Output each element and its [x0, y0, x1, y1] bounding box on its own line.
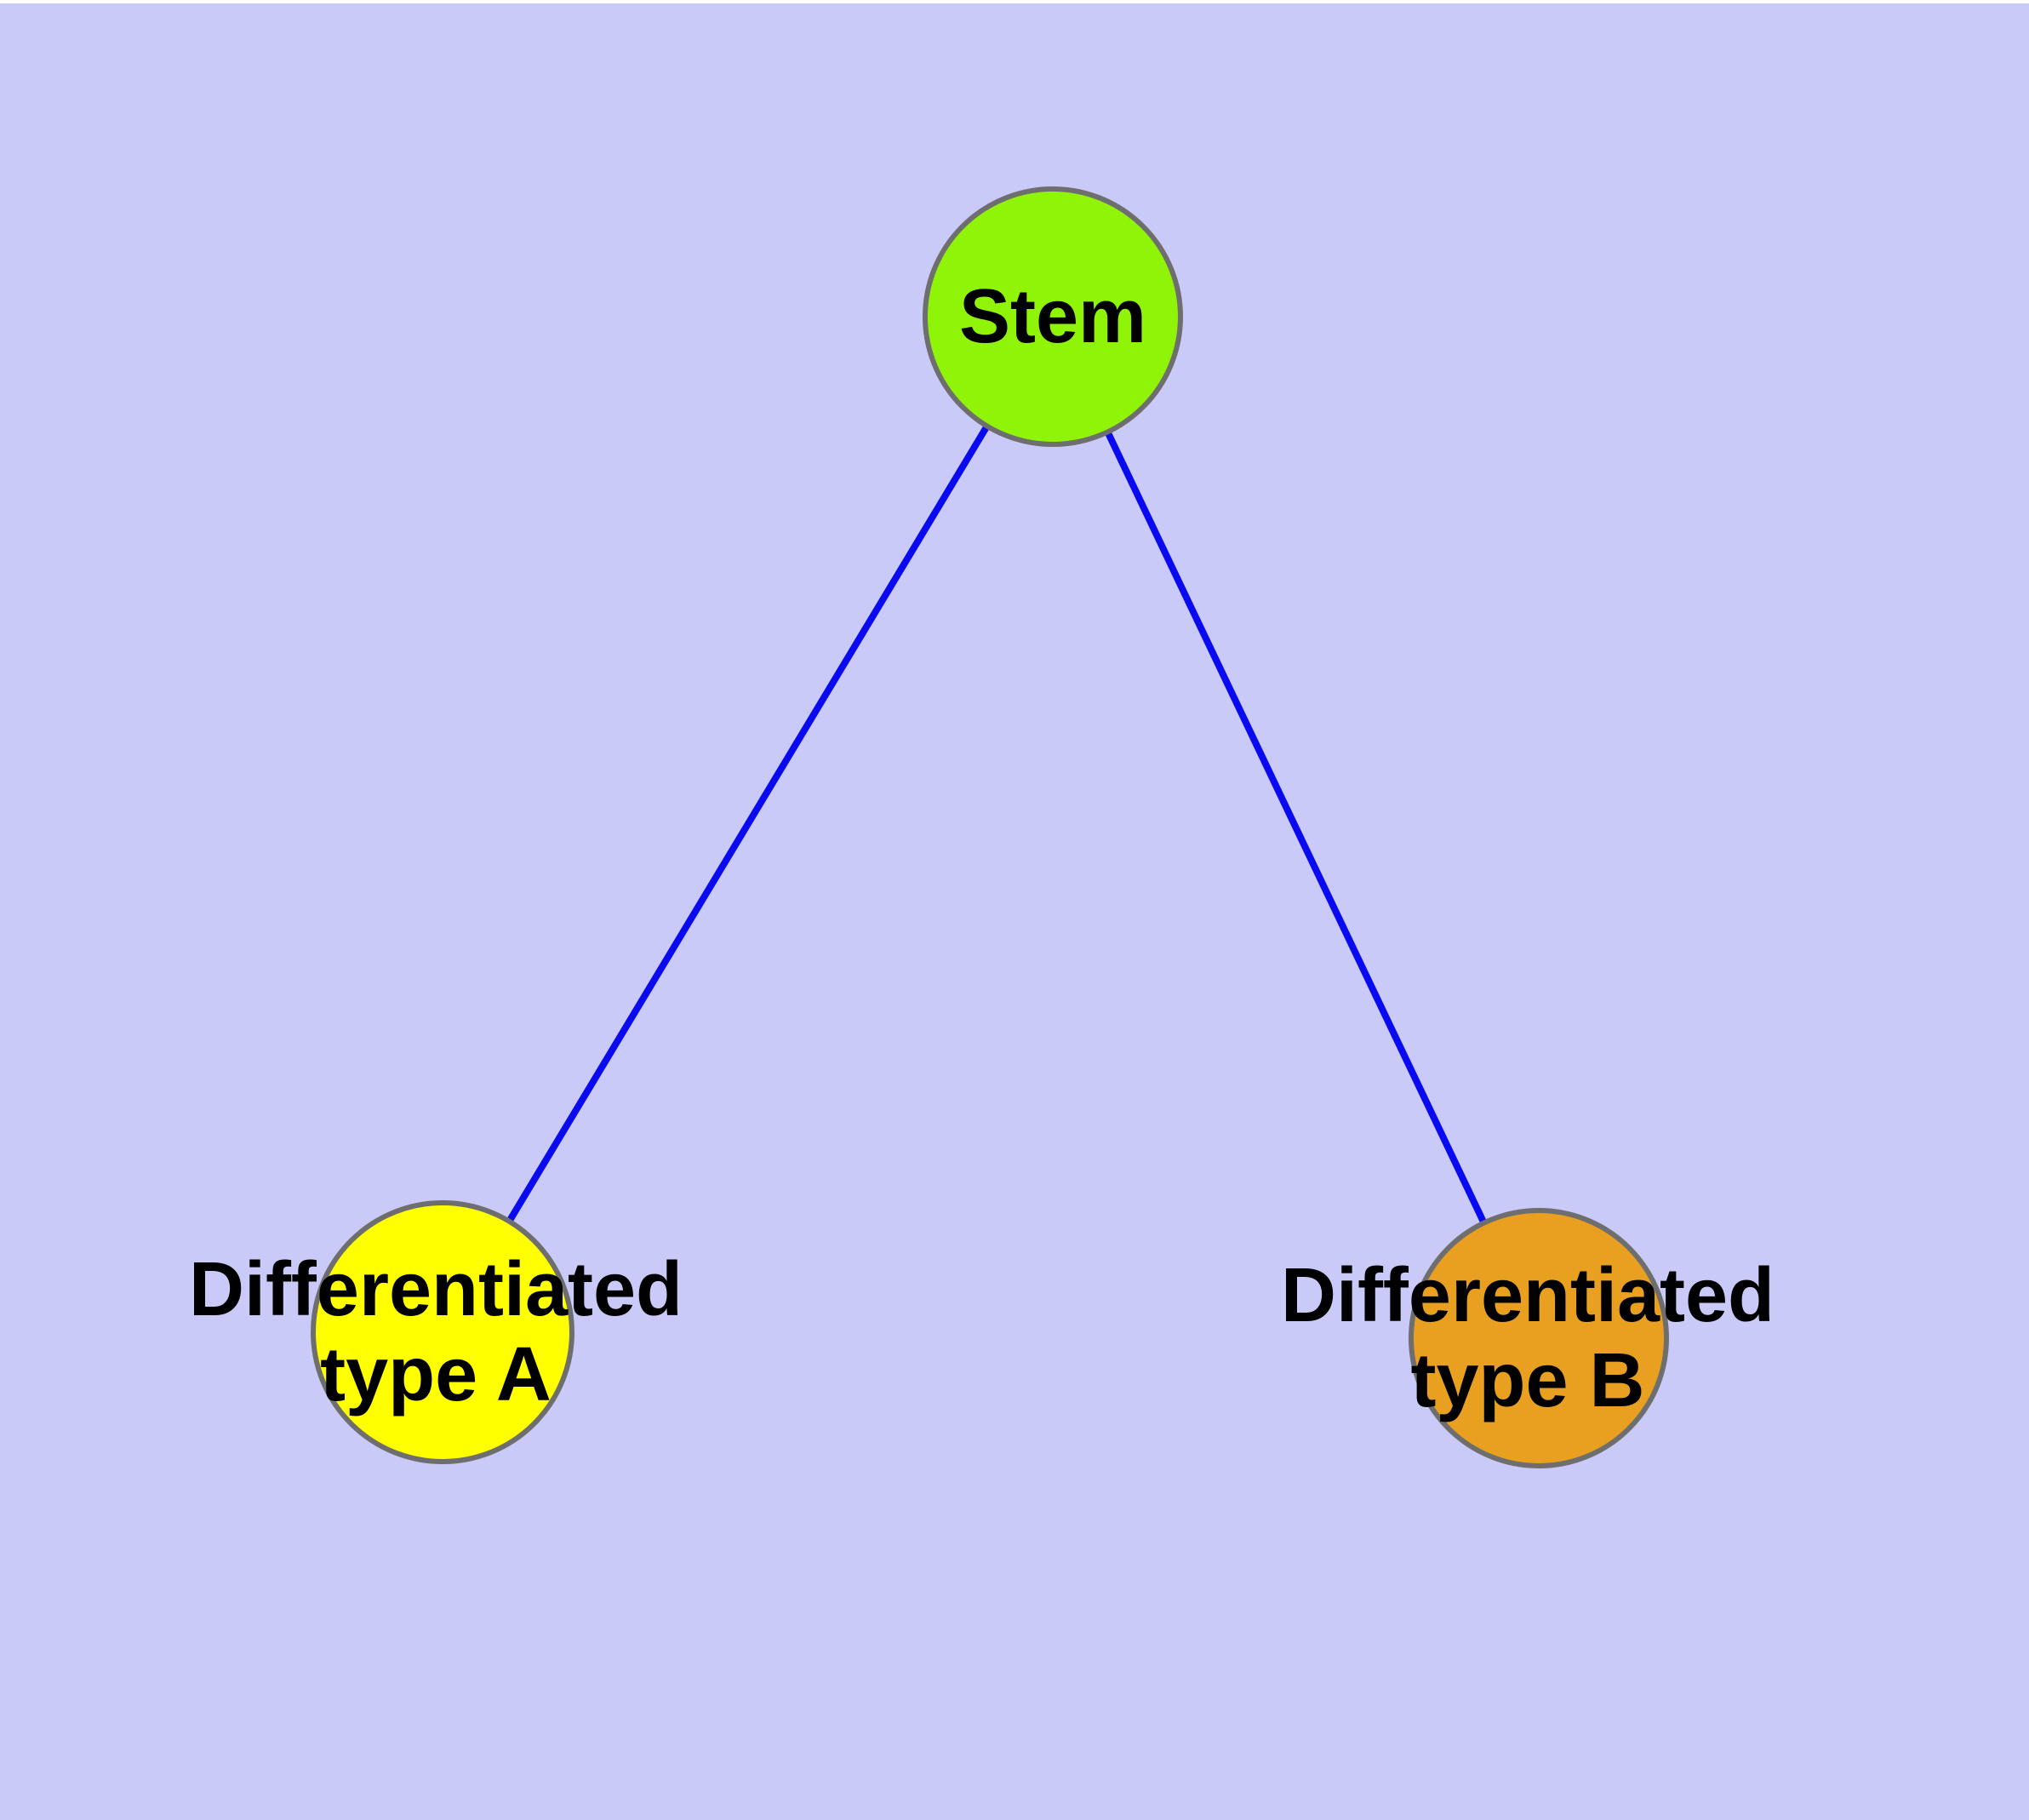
type-a-node-label-line1: Differentiated	[189, 1247, 683, 1332]
type-a-node-label-line2: type A	[320, 1332, 552, 1417]
stem-node-circle	[923, 186, 1183, 447]
type-b-node-label-line2: type B	[1410, 1338, 1644, 1423]
edge-stem-to-type-b	[1049, 315, 1542, 1340]
type-a-node-circle	[311, 1200, 574, 1464]
type-b-node-label-line1: Differentiated	[1281, 1253, 1775, 1338]
stem-node-label: Stem	[959, 274, 1146, 359]
edge-stem-to-type-a	[439, 314, 1056, 1335]
type-b-node-circle	[1409, 1208, 1669, 1468]
